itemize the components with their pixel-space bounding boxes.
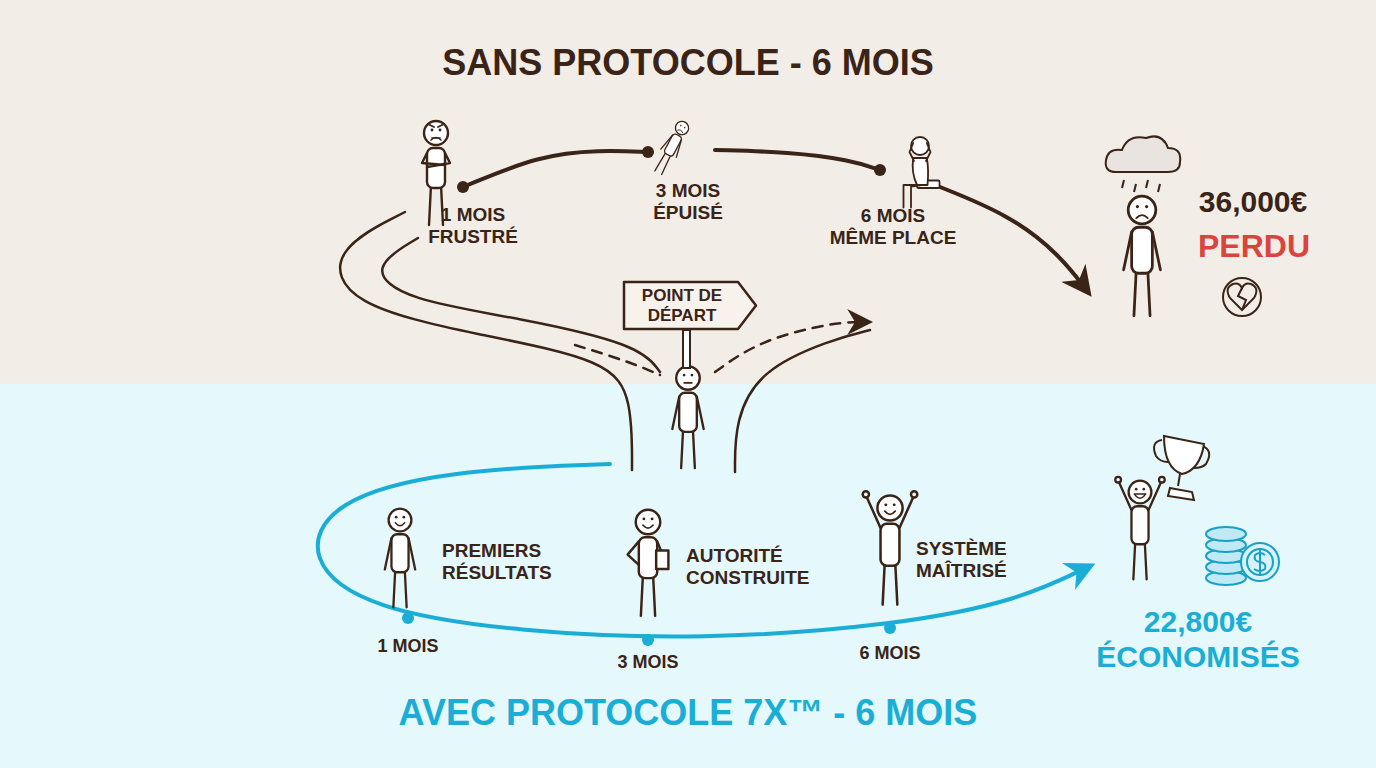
stick-figure <box>1115 477 1164 580</box>
milestone-label: SYSTÈME MAÎTRISÉ <box>916 538 1024 583</box>
milestone-dot <box>874 164 886 176</box>
milestone-dot <box>457 181 469 193</box>
broken-heart-icon <box>1223 278 1261 316</box>
milestone-label: 6 MOIS MÊME PLACE <box>818 205 968 250</box>
stick-figure <box>904 137 940 208</box>
timeline-bottom <box>318 464 1090 636</box>
month-label: 1 MOIS <box>358 636 458 657</box>
rain-cloud <box>1106 136 1181 192</box>
milestone-dot <box>402 612 414 624</box>
sign-text: POINT DE DÉPART <box>632 286 732 325</box>
stick-figure <box>863 491 918 604</box>
month-label: 3 MOIS <box>598 652 698 673</box>
loss-amount: 36,000€ <box>1178 184 1328 219</box>
caption: AVEC PROTOCOLE 7X™ - 6 MOIS <box>288 692 1088 734</box>
trophy-icon <box>1154 436 1209 500</box>
milestone-label: 1 MOIS FRUSTRÉ <box>413 204 533 249</box>
milestone-dot <box>884 622 896 634</box>
road <box>340 212 870 472</box>
stick-figure <box>1124 196 1161 316</box>
stick-figure <box>672 366 703 468</box>
milestone-dot <box>642 146 654 158</box>
coin-stack <box>1206 527 1279 585</box>
stick-figure <box>628 510 669 616</box>
month-label: 6 MOIS <box>840 643 940 664</box>
signpost-post <box>683 330 690 368</box>
milestone-label: 3 MOIS ÉPUISÉ <box>633 180 743 225</box>
stick-figure <box>385 509 415 608</box>
stick-figure <box>650 118 692 177</box>
milestone-label: PREMIERS RÉSULTATS <box>442 540 560 585</box>
timeline-top <box>463 150 1088 292</box>
savings-amount: 22,800€ ÉCONOMISÉS <box>1086 604 1310 675</box>
signpost-sign: POINT DE DÉPART <box>622 280 758 331</box>
milestone-label: AUTORITÉ CONSTRUITE <box>686 545 816 590</box>
milestone-dot <box>642 634 654 646</box>
title: SANS PROTOCOLE - 6 MOIS <box>338 42 1038 84</box>
loss-word: PERDU <box>1186 228 1322 266</box>
top-band <box>0 0 1376 384</box>
bottom-band <box>0 384 1376 768</box>
